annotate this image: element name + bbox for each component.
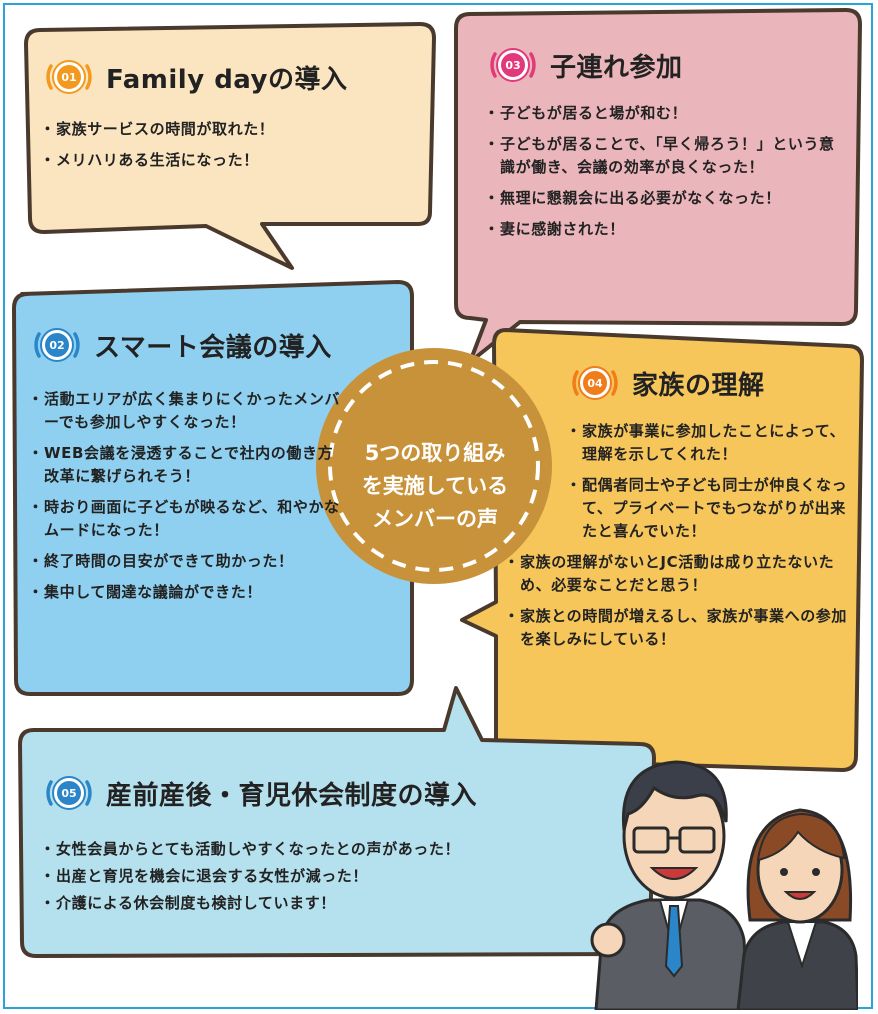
item-list: 家族サービスの時間が取れた！ メリハリある生活になった！ bbox=[40, 118, 422, 172]
list-item: 女性会員からとても活動しやすくなったとの声があった！ bbox=[40, 838, 622, 861]
list-item: 家族との時間が増えるし、家族が事業への参加を楽しみにしている！ bbox=[504, 605, 850, 651]
badge-icon: 05 bbox=[42, 766, 96, 820]
list-item: 終了時間の目安ができて助かった！ bbox=[28, 550, 342, 573]
section-title: 家族の理解 bbox=[632, 370, 765, 401]
list-item: 配偶者同士や子ども同士が仲良くなって、プライベートでもつながりが出来たと喜んでい… bbox=[566, 474, 850, 543]
list-item: 出産と育児を機会に退会する女性が減った！ bbox=[40, 865, 622, 888]
section-05-header: 05 産前産後・育児休会制度の導入 bbox=[42, 766, 622, 820]
badge-icon: 03 bbox=[486, 38, 540, 92]
list-item: 介護による休会制度も検討しています！ bbox=[40, 892, 622, 915]
badge-number: 04 bbox=[587, 376, 603, 390]
section-03-header: 03 子連れ参加 bbox=[486, 38, 846, 92]
item-list-2: 家族の理解がないとJC活動は成り立たないため、必要なことだと思う！ 家族との時間… bbox=[504, 551, 850, 651]
section-title: スマート会議の導入 bbox=[94, 332, 332, 363]
item-list: 子どもが居ると場が和む！ 子どもが居ることで、「早く帰ろう！」という意識が働き、… bbox=[484, 102, 846, 241]
section-04: 04 家族の理解 家族が事業に参加したことによって、理解を示してくれた！ 配偶者… bbox=[504, 356, 850, 659]
list-item: WEB会議を浸透することで社内の働き方改革に繋げられそう！ bbox=[28, 442, 342, 488]
woman-figure bbox=[736, 808, 858, 1010]
badge-number: 03 bbox=[505, 58, 521, 72]
center-circle-dash bbox=[328, 360, 540, 572]
item-list: 活動エリアが広く集まりにくかったメンバーでも参加しやすくなった！ WEB会議を浸… bbox=[28, 388, 342, 604]
list-item: 家族サービスの時間が取れた！ bbox=[40, 118, 422, 141]
bubble-01 bbox=[24, 22, 436, 270]
badge-number: 01 bbox=[61, 70, 77, 84]
section-02-header: 02 スマート会議の導入 bbox=[30, 318, 410, 372]
list-item: メリハリある生活になった！ bbox=[40, 149, 422, 172]
list-item: 子どもが居ると場が和む！ bbox=[484, 102, 846, 125]
list-item: 家族の理解がないとJC活動は成り立たないため、必要なことだと思う！ bbox=[504, 551, 850, 597]
section-01-header: 01 Family dayの導入 bbox=[42, 50, 422, 104]
badge-icon: 04 bbox=[568, 356, 622, 410]
badge-number: 05 bbox=[61, 786, 77, 800]
center-circle bbox=[316, 348, 552, 584]
section-title: 子連れ参加 bbox=[550, 52, 683, 83]
center-line-2: を実施している bbox=[361, 474, 509, 498]
page-frame bbox=[3, 3, 873, 1009]
list-item: 活動エリアが広く集まりにくかったメンバーでも参加しやすくなった！ bbox=[28, 388, 342, 434]
section-01: 01 Family dayの導入 家族サービスの時間が取れた！ メリハリある生活… bbox=[40, 50, 422, 180]
section-05: 05 産前産後・育児休会制度の導入 女性会員からとても活動しやすくなったとの声が… bbox=[40, 766, 622, 919]
list-item: 妻に感謝された！ bbox=[484, 218, 846, 241]
list-item: 時おり画面に子どもが映るなど、和やかなムードになった！ bbox=[28, 496, 342, 542]
section-04-header: 04 家族の理解 bbox=[568, 356, 850, 410]
section-title: Family dayの導入 bbox=[106, 64, 348, 95]
badge-icon: 02 bbox=[30, 318, 84, 372]
center-line-1: 5つの取り組み bbox=[364, 441, 506, 465]
man-figure bbox=[590, 760, 750, 1010]
list-item: 無理に懇親会に出る必要がなくなった！ bbox=[484, 187, 846, 210]
item-list: 女性会員からとても活動しやすくなったとの声があった！ 出産と育児を機会に退会する… bbox=[40, 838, 622, 915]
item-list: 家族が事業に参加したことによって、理解を示してくれた！ 配偶者同士や子ども同士が… bbox=[506, 420, 850, 543]
center-label: 5つの取り組み を実施している メンバーの声 bbox=[335, 437, 535, 536]
list-item: 家族が事業に参加したことによって、理解を示してくれた！ bbox=[566, 420, 850, 466]
badge-icon: 01 bbox=[42, 50, 96, 104]
list-item: 子どもが居ることで、「早く帰ろう！」という意識が働き、会議の効率が良くなった！ bbox=[484, 133, 846, 179]
section-title: 産前産後・育児休会制度の導入 bbox=[106, 780, 478, 811]
center-line-3: メンバーの声 bbox=[372, 507, 498, 531]
badge-number: 02 bbox=[49, 338, 65, 352]
businesspeople-illustration bbox=[590, 760, 858, 1010]
list-item: 集中して闊達な議論ができた！ bbox=[28, 581, 342, 604]
section-03: 03 子連れ参加 子どもが居ると場が和む！ 子どもが居ることで、「早く帰ろう！」… bbox=[484, 38, 846, 249]
section-02: 02 スマート会議の導入 活動エリアが広く集まりにくかったメンバーでも参加しやす… bbox=[28, 318, 342, 612]
